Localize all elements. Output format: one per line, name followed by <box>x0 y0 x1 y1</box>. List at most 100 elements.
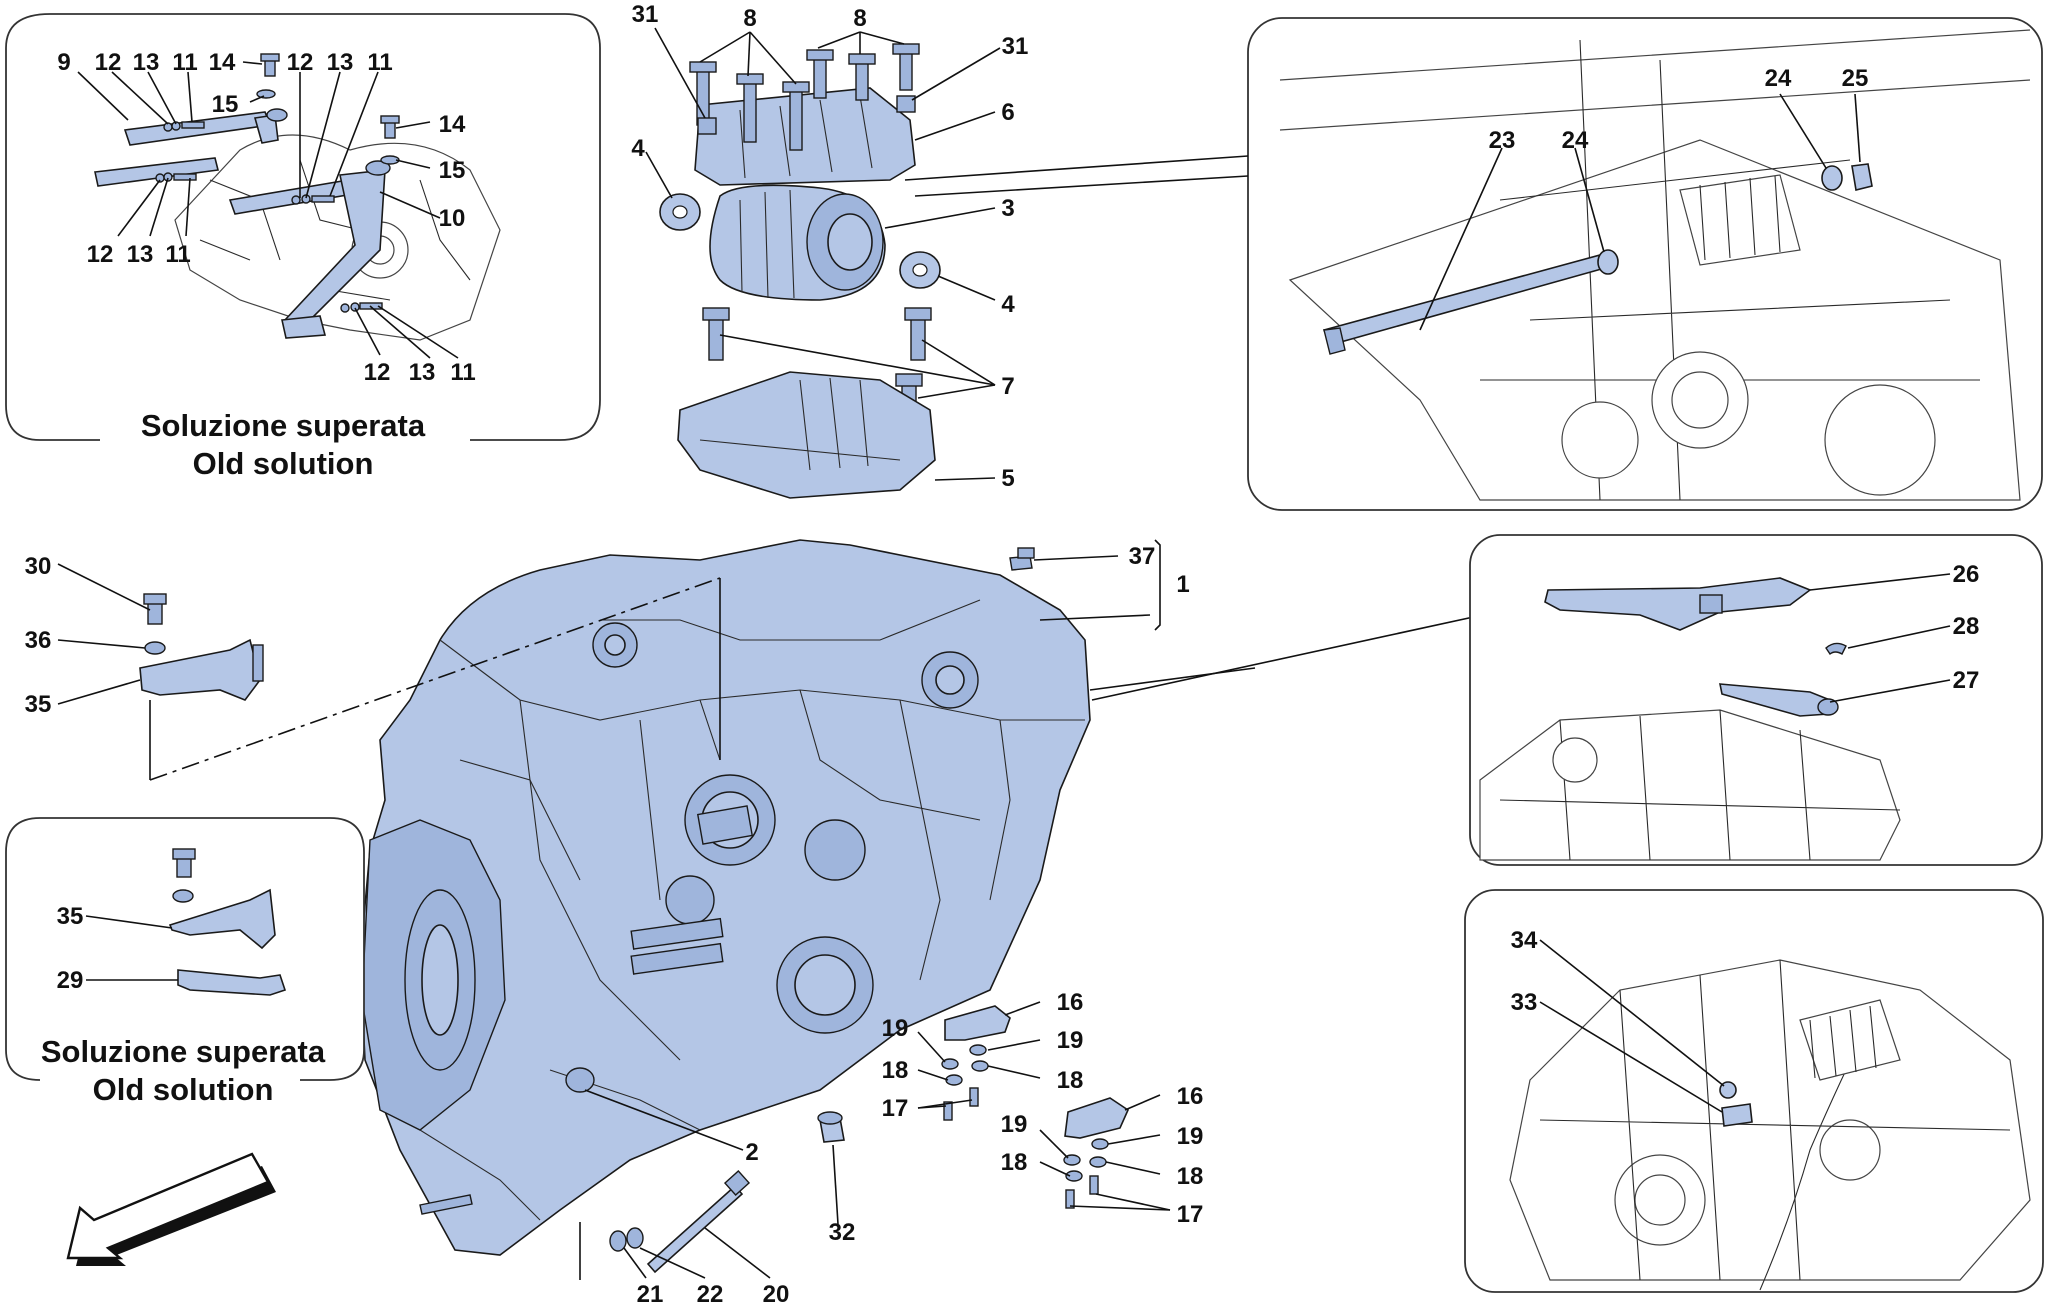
spacer-31-left <box>697 117 717 135</box>
callout-15: 15 <box>212 91 239 118</box>
callout-17: 17 <box>882 1095 909 1122</box>
inset-old-solution-bottom: 35 29 Soluzione superata Old solution <box>5 817 365 1107</box>
callout-4: 4 <box>631 135 645 162</box>
circlip-28 <box>1825 642 1847 656</box>
callout-8: 8 <box>743 5 756 32</box>
callout-25: 25 <box>1842 65 1869 92</box>
callout-18: 18 <box>1001 1149 1028 1176</box>
lower-mount-bracket <box>677 371 936 499</box>
spacer-31-right <box>896 95 916 113</box>
washer-36 <box>144 641 166 655</box>
stud-bolt <box>419 1194 473 1215</box>
transmission-mount-assembly: 31 8 8 31 6 4 3 4 7 5 <box>631 1 1028 499</box>
gearbox-housing-1 <box>359 539 1091 1256</box>
callout-37: 37 <box>1129 543 1156 570</box>
callout-26: 26 <box>1953 561 1980 588</box>
callout-11: 11 <box>172 49 197 76</box>
silent-block-3 <box>709 184 886 301</box>
upper-mount-bracket <box>694 87 916 186</box>
callout-19: 19 <box>1177 1123 1204 1150</box>
mount-washer-4-left <box>659 193 701 231</box>
inset-connector-line <box>904 155 1249 181</box>
housing-small-parts <box>419 547 1035 1274</box>
caption-old-solution-en: Old solution <box>93 1072 274 1107</box>
callout-7: 7 <box>1001 373 1014 400</box>
callout-11: 11 <box>165 241 190 268</box>
washer-21 <box>609 1230 627 1252</box>
old-support-bracket <box>94 108 391 339</box>
callout-14: 14 <box>209 49 236 76</box>
callout-11: 11 <box>450 359 475 386</box>
callout-36: 36 <box>25 627 52 654</box>
callout-29: 29 <box>57 967 84 994</box>
callout-30: 30 <box>25 553 52 580</box>
callout-6: 6 <box>1001 99 1014 126</box>
callout-13: 13 <box>127 241 154 268</box>
washer-22 <box>626 1227 644 1249</box>
caption-old-solution-en: Old solution <box>193 446 374 481</box>
callout-17: 17 <box>1177 1201 1204 1228</box>
callout-12: 12 <box>87 241 114 268</box>
callout-23: 23 <box>1489 127 1516 154</box>
callout-35: 35 <box>25 691 52 718</box>
callout-3: 3 <box>1001 195 1014 222</box>
inset-old-solution-top: 9 12 13 11 14 15 12 13 11 14 15 10 12 13… <box>5 13 601 481</box>
callout-28: 28 <box>1953 613 1980 640</box>
bracket-16-upper <box>944 1005 1011 1041</box>
mount-washer-4-right <box>899 251 941 289</box>
mount-bolts-8 <box>689 43 920 151</box>
washer-24-left <box>1597 249 1619 275</box>
callout-12: 12 <box>364 359 391 386</box>
callout-24: 24 <box>1562 127 1589 154</box>
callout-14: 14 <box>439 111 466 138</box>
callout-32: 32 <box>829 1219 856 1246</box>
vehicle-direction-arrow <box>66 1152 276 1266</box>
callout-16: 16 <box>1177 1083 1204 1110</box>
callout-13: 13 <box>133 49 160 76</box>
callout-34: 34 <box>1511 927 1538 954</box>
callout-12: 12 <box>95 49 122 76</box>
nut-25 <box>1851 163 1873 191</box>
callout-4: 4 <box>1001 291 1015 318</box>
caption-old-solution-it: Soluzione superata <box>141 408 426 443</box>
callout-8: 8 <box>853 5 866 32</box>
housing-leaders <box>149 539 1479 1280</box>
callout-18: 18 <box>1057 1067 1084 1094</box>
bracket-16-lower <box>1064 1097 1130 1139</box>
inset-mount-installed: 23 24 24 25 <box>904 17 2043 511</box>
inset-selector-bracket: 26 28 27 <box>1469 534 2043 866</box>
callout-20: 20 <box>763 1281 790 1308</box>
callout-19: 19 <box>1001 1111 1028 1138</box>
callout-33: 33 <box>1511 989 1538 1016</box>
mount-leaders <box>645 27 1001 481</box>
callout-22: 22 <box>697 1281 724 1308</box>
old-solution-leaders <box>77 61 459 359</box>
callout-31: 31 <box>632 1 659 28</box>
callout-21: 21 <box>637 1281 664 1308</box>
plug-2 <box>565 1067 595 1093</box>
sensor-33 <box>1721 1103 1753 1127</box>
callout-35: 35 <box>57 903 84 930</box>
inset-sensor: 34 33 <box>1464 889 2044 1293</box>
callout-18: 18 <box>882 1057 909 1084</box>
callout-13: 13 <box>327 49 354 76</box>
caption-old-solution-it: Soluzione superata <box>41 1034 326 1069</box>
bracket-35 <box>139 638 261 701</box>
callout-11: 11 <box>367 49 392 76</box>
callout-27: 27 <box>1953 667 1980 694</box>
brackets-16-19: 16 19 19 18 18 17 16 19 19 18 18 17 <box>882 989 1204 1228</box>
bracket-35-assembly: 30 36 35 <box>25 553 264 780</box>
callout-18: 18 <box>1177 1163 1204 1190</box>
callout-9: 9 <box>57 49 70 76</box>
callout-15: 15 <box>439 157 466 184</box>
callout-12: 12 <box>287 49 314 76</box>
callout-13: 13 <box>409 359 436 386</box>
callout-10: 10 <box>439 205 466 232</box>
bolt-20 <box>646 1184 744 1274</box>
callout-1: 1 <box>1176 571 1189 598</box>
callout-19: 19 <box>882 1015 909 1042</box>
callout-16: 16 <box>1057 989 1084 1016</box>
washer-24-right <box>1821 165 1843 191</box>
callout-2: 2 <box>745 1139 758 1166</box>
